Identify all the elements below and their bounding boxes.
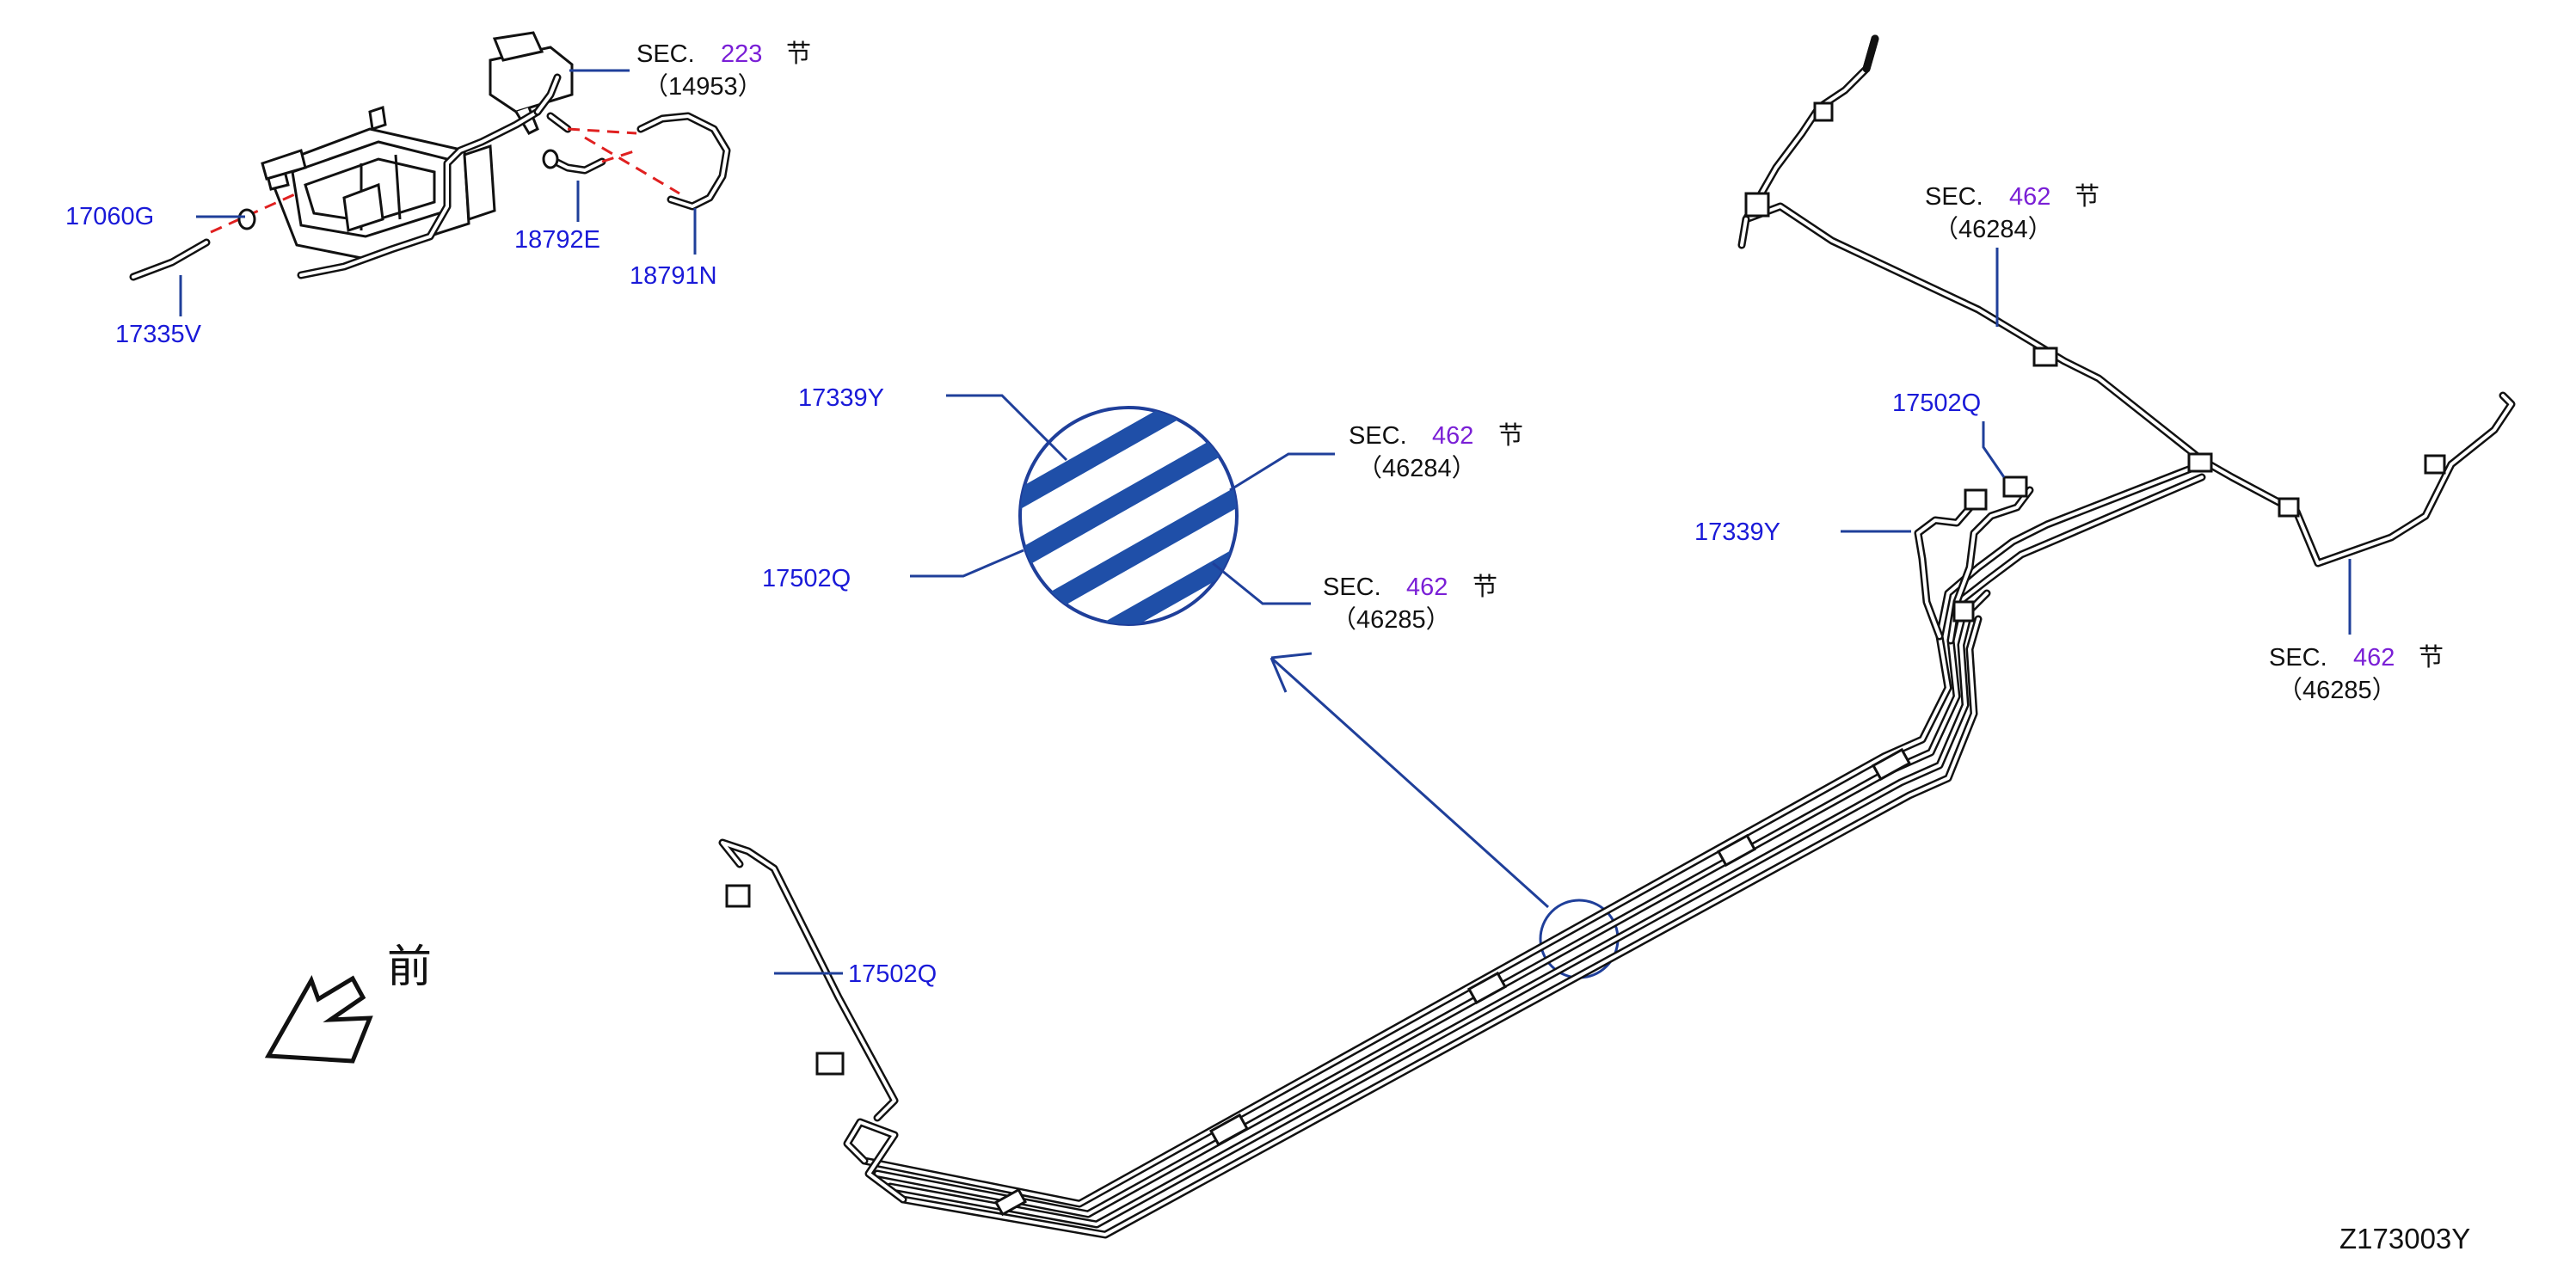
section-ref-462-detail-b: SEC. 462 节 （46285）: [1212, 561, 1497, 634]
svg-text:节: 节: [2075, 181, 2100, 211]
svg-text:节: 节: [1498, 420, 1523, 450]
clamp-17060G: [237, 208, 256, 230]
detail-cross-section: [1018, 406, 1239, 626]
svg-text:（46285）: （46285）: [1331, 606, 1451, 634]
label-17502Q-left: 17502Q: [848, 960, 937, 988]
label-17502Q-right: 17502Q: [1892, 390, 1981, 417]
svg-text:（46284）: （46284）: [1934, 216, 2053, 243]
label-17339Y-right: 17339Y: [1694, 518, 1780, 546]
svg-text:（46284）: （46284）: [1357, 455, 1477, 482]
hose-17335V: [129, 238, 211, 281]
svg-text:SEC.: SEC.: [1323, 574, 1381, 601]
connection-dash: [601, 149, 637, 163]
svg-text:节: 节: [1472, 572, 1497, 601]
label-17335V: 17335V: [115, 321, 202, 348]
svg-text:（46285）: （46285）: [2278, 677, 2397, 704]
section-ref-462-right: SEC. 462 节 （46285）: [2269, 559, 2444, 704]
svg-text:462: 462: [1432, 422, 1473, 450]
canister-assembly: [261, 31, 574, 279]
hose-18791N: [636, 112, 731, 211]
svg-text:462: 462: [2353, 644, 2395, 672]
connection-dash: [567, 127, 637, 135]
svg-text:462: 462: [1406, 574, 1448, 601]
svg-text:（14953）: （14953）: [643, 73, 763, 101]
svg-text:223: 223: [721, 40, 762, 68]
svg-text:节: 节: [2419, 642, 2444, 672]
front-label: 前: [387, 942, 432, 993]
main-pipe-bundle: [718, 460, 2206, 1239]
front-arrow-icon: [264, 975, 373, 1064]
label-17339Y-detail: 17339Y: [798, 384, 884, 412]
upper-right-pipes: [1737, 34, 2516, 567]
label-17502Q-detail: 17502Q: [762, 565, 851, 592]
svg-text:SEC.: SEC.: [636, 40, 695, 68]
svg-text:SEC.: SEC.: [1349, 422, 1407, 450]
section-ref-462-upper: SEC. 462 节 （46284）: [1925, 181, 2100, 327]
fitting-18792E: [542, 149, 606, 175]
label-18792E: 18792E: [514, 226, 600, 254]
label-18791N: 18791N: [630, 262, 717, 290]
section-ref-223: SEC. 223 节 （14953）: [569, 39, 811, 101]
diagram-code: Z173003Y: [2339, 1223, 2470, 1255]
label-17060G: 17060G: [65, 203, 154, 230]
svg-text:SEC.: SEC.: [2269, 644, 2327, 672]
svg-text:SEC.: SEC.: [1925, 183, 1983, 211]
svg-text:节: 节: [786, 39, 811, 68]
svg-text:462: 462: [2009, 183, 2050, 211]
section-ref-462-detail-a: SEC. 462 节 （46284）: [1229, 420, 1523, 492]
